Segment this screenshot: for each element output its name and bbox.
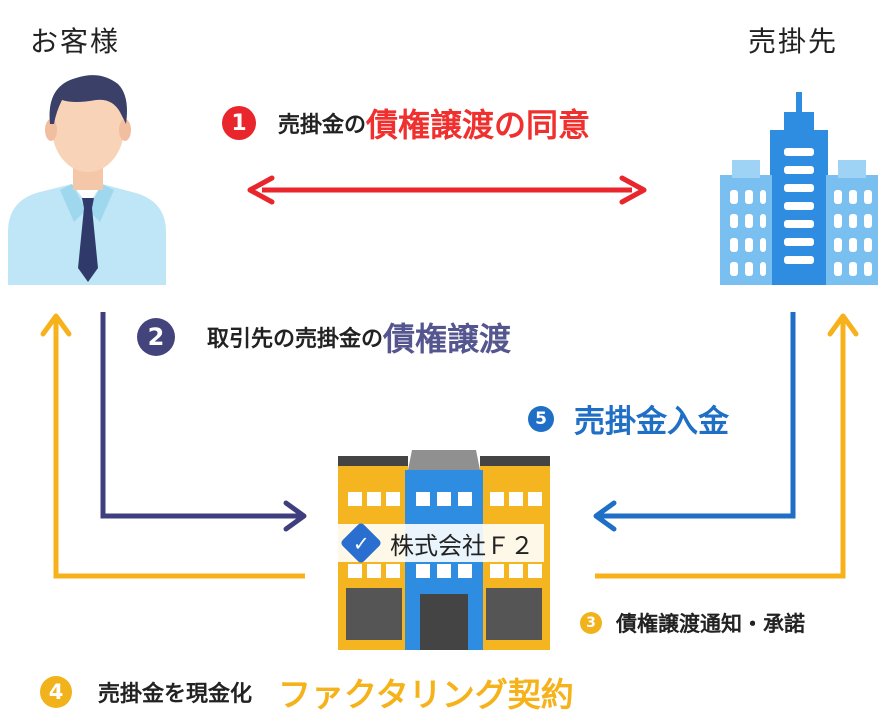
cash-arrow	[40, 313, 305, 579]
person-icon	[8, 75, 166, 285]
step-3-text: 債権譲渡通知・承諾	[616, 612, 805, 636]
step-number-1: 1	[222, 106, 256, 140]
step-number-2: 2	[137, 318, 175, 356]
step-1-highlight: 債権譲渡の同意	[366, 106, 591, 144]
office-building-icon	[720, 92, 878, 285]
company-name: 株式会社Ｆ２	[390, 531, 534, 560]
step-2-text: 取引先の売掛金の	[207, 327, 384, 352]
checkmark-icon: ✓	[339, 521, 383, 565]
step-1-text: 売掛金の	[278, 113, 367, 138]
company-name-plate: ✓ 株式会社Ｆ２	[338, 521, 544, 565]
debtor-label: 売掛先	[748, 25, 839, 58]
step-5-text: 売掛金入金	[574, 404, 729, 440]
consent-arrow	[247, 175, 647, 205]
step-3: 3 債権譲渡通知・承諾	[580, 608, 805, 638]
step-2: 2 取引先の売掛金の 債権譲渡	[137, 314, 511, 360]
step-number-3: 3	[580, 612, 602, 634]
step-5: 5 売掛金入金	[528, 396, 729, 441]
step-4-text: 売掛金を現金化	[98, 682, 253, 707]
payment-arrow	[593, 312, 796, 532]
notice-arrow	[595, 313, 859, 579]
step-number-4: 4	[40, 676, 72, 708]
step-4: 4 売掛金を現金化 ファクタリング契約	[40, 668, 574, 716]
step-2-highlight: 債権譲渡	[383, 320, 512, 358]
assignment-arrow	[100, 312, 307, 532]
customer-label: お客様	[30, 25, 121, 58]
step-number-5: 5	[528, 405, 554, 432]
step-1: 1 売掛金の 債権譲渡の同意	[222, 100, 590, 146]
step-4-highlight: ファクタリング契約	[278, 675, 574, 714]
